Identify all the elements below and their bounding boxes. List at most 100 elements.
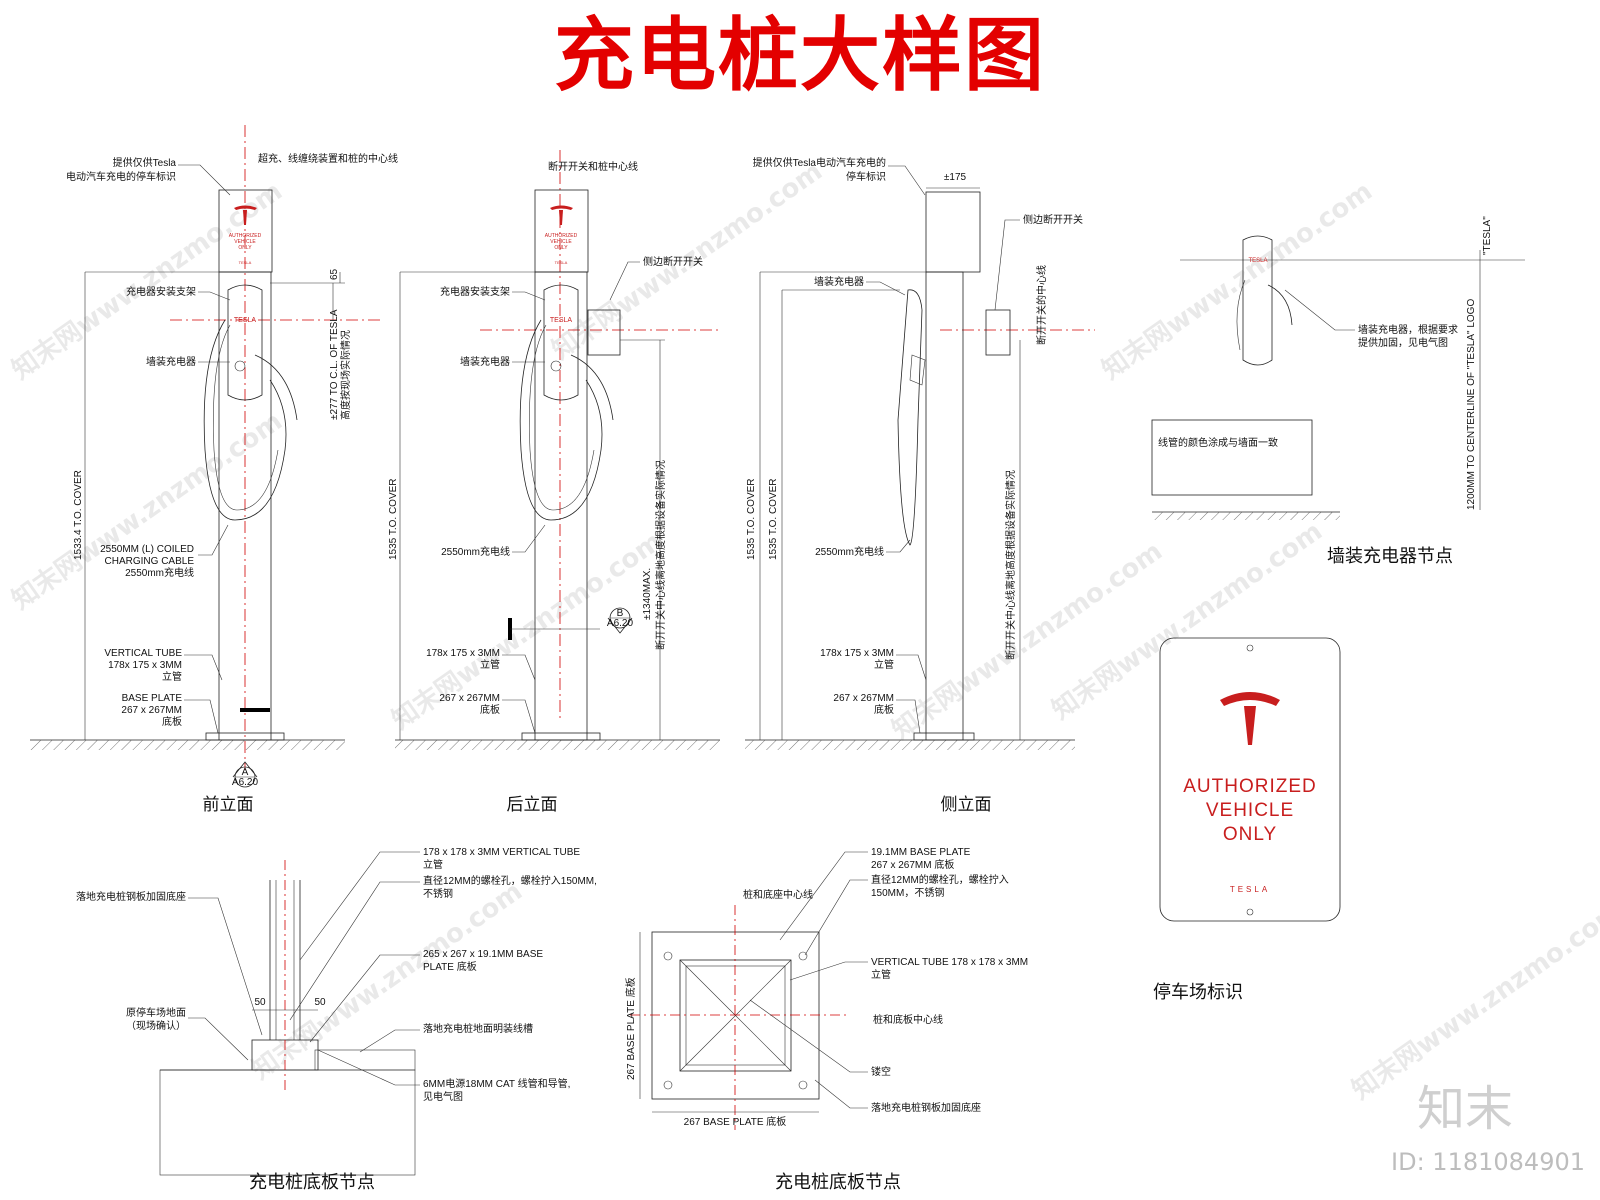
caption-base-section: 充电桩底板节点 <box>249 1172 375 1193</box>
label-sign: 停车标识 <box>846 170 886 183</box>
label-plate: BASE PLATE <box>122 693 183 704</box>
caption-side: 侧立面 <box>941 795 992 815</box>
svg-text:TESLA: TESLA <box>1248 258 1267 264</box>
dim-50: 50 <box>254 997 266 1008</box>
label-cl-right: 桩和底板中心线 <box>873 1013 943 1026</box>
label-disconnect-cl: 断开开关的中心线 <box>1035 265 1048 345</box>
label-sign: 电动汽车充电的停车标识 <box>66 170 176 183</box>
dim-277: ±277 TO C.L. OF TESLA <box>329 309 340 420</box>
wall-charger <box>543 284 579 401</box>
label-tube: 立管 <box>162 670 182 683</box>
tesla-sign-small <box>218 189 273 273</box>
base-plan-detail: 267 BASE PLATE 底板 267 BASE PLATE 底板 桩和底座… <box>624 847 1028 1193</box>
label-sign: 提供仅供Tesla <box>113 156 177 169</box>
label-hollow: 镂空 <box>871 1065 891 1078</box>
label-ground: （现场确认） <box>126 1019 186 1032</box>
caption-front: 前立面 <box>203 795 254 815</box>
label-conduit: 见电气图 <box>423 1090 463 1103</box>
dim-note: 断开开关中心线离地高度根据设备实际情况 <box>1004 470 1017 660</box>
label-base: 落地充电桩钢板加固底座 <box>76 890 186 903</box>
label-conduit: 6MM电源18MM CAT 线管和导管, <box>423 1077 570 1090</box>
label-tube: 立管 <box>480 658 500 671</box>
label-base: 落地充电桩钢板加固底座 <box>871 1101 981 1114</box>
watermark-layer: 知末网www.znzmo.com 知末网www.znzmo.com 知末网www… <box>7 156 1600 1105</box>
watermark: 知末网www.znzmo.com <box>1097 176 1378 385</box>
label-plate: 267 x 267MM 底板 <box>871 858 954 871</box>
dim-cover: 1535 T.O. COVER <box>746 478 757 560</box>
brand-logo: 知末 <box>1417 1081 1513 1137</box>
label-plate: 底板 <box>162 715 182 728</box>
dim-max: ±1340MAX. <box>642 568 653 620</box>
label-tube: 立管 <box>874 658 894 671</box>
dim-plate-vert: 267 BASE PLATE 底板 <box>624 977 637 1080</box>
label-tube: VERTICAL TUBE <box>104 648 182 659</box>
label-disconnect: 侧边断开开关 <box>643 255 703 268</box>
watermark: 知末网www.znzmo.com <box>1347 896 1600 1105</box>
caption-back: 后立面 <box>507 795 558 815</box>
tesla-logo-icon <box>550 205 573 210</box>
back-elevation: AUTHORIZED VEHICLE ONLY TESLA TESLA 1535… <box>388 150 720 815</box>
label-bolt: 150MM，不锈钢 <box>871 886 944 899</box>
caption-wall: 墙装充电器节点 <box>1327 546 1453 567</box>
label-plate: 19.1MM BASE PLATE <box>871 847 971 858</box>
sign-brand: TESLA <box>1230 885 1270 894</box>
label-cable: 2550mm充电线 <box>815 545 884 558</box>
wall-charger <box>227 284 263 401</box>
sign-small-text: VEHICLE <box>234 239 256 245</box>
side-elevation: 1535 T.O. COVER 1535 T.O. COVER 断开开关中心线离… <box>745 156 1095 815</box>
label-plate: 267 x 267MM <box>439 693 500 704</box>
tesla-sign-small <box>534 189 589 273</box>
svg-text:B: B <box>617 608 624 619</box>
label-cl-top: 桩和底座中心线 <box>743 888 813 901</box>
label-tube: 178x 175 x 3MM <box>108 660 182 671</box>
label-bolt: 不锈钢 <box>423 887 453 900</box>
label-cable: 2550mm充电线 <box>441 545 510 558</box>
label-plate: 底板 <box>874 703 894 716</box>
label-centerline: 超充、线缠绕装置和桩的中心线 <box>258 152 398 165</box>
label-charger: 墙装充电器 <box>814 275 864 288</box>
sign-small-text: AUTHORIZED <box>229 233 262 239</box>
label-trench: 落地充电桩地面明装线槽 <box>423 1022 533 1035</box>
label-bracket: 充电器安装支架 <box>126 285 196 298</box>
brand-id: ID: 1181084901 <box>1391 1148 1585 1176</box>
label-cable: 2550MM (L) COILED <box>100 544 194 555</box>
svg-text:AUTHORIZED: AUTHORIZED <box>545 233 578 239</box>
label-charger: 墙装充电器 <box>460 355 510 368</box>
svg-text:TESLA: TESLA <box>555 260 568 265</box>
sign-line1: AUTHORIZED <box>1183 776 1317 797</box>
dim-note: 断开开关中心线离地高度根据设备实际情况 <box>654 460 667 650</box>
label-bolt: 直径12MM的螺栓孔，螺栓拧入 <box>871 873 1009 886</box>
dim-cover: 1535 T.O. COVER <box>388 478 399 560</box>
label-tube: 178x 175 x 3MM <box>426 648 500 659</box>
brand-watermark: 知末 ID: 1181084901 <box>1391 1081 1585 1176</box>
front-elevation: AUTHORIZED VEHICLE ONLY TESLA TESLA 1533… <box>30 125 398 815</box>
label-tube: 立管 <box>871 968 891 981</box>
svg-text:TESLA: TESLA <box>550 317 573 324</box>
svg-text:VEHICLE: VEHICLE <box>550 239 572 245</box>
dim-65: 65 <box>329 268 340 280</box>
dim-cover: 1533.4 T.O. COVER <box>73 470 84 560</box>
dim-50: 50 <box>314 997 326 1008</box>
tesla-logo-icon <box>1220 692 1280 706</box>
sign-line2: VEHICLE <box>1206 800 1294 821</box>
charger-brand: TESLA <box>234 317 257 324</box>
tesla-logo-icon <box>234 205 257 210</box>
watermark: 知末网www.znzmo.com <box>1047 516 1328 725</box>
caption-base-plan: 充电桩底板节点 <box>775 1172 901 1193</box>
base-section-detail: 50 50 落地充电桩钢板加固底座 178 x 178 x 3MM VERTIC… <box>76 847 597 1193</box>
dim-175: ±175 <box>944 172 967 183</box>
label-centerline: 断开开关和桩中心线 <box>548 160 638 173</box>
label-bolt: 直径12MM的螺栓孔，螺栓拧入150MM, <box>423 874 597 887</box>
svg-text:ONLY: ONLY <box>554 245 568 251</box>
section-marker-a: A A6.20 <box>232 761 259 788</box>
wall-charger-side <box>897 289 923 546</box>
note-box-text: 线管的颜色涂成与墙面一致 <box>1158 436 1278 449</box>
dim-cover: 1535 T.O. COVER <box>768 478 779 560</box>
sign-small-brand: TESLA <box>239 260 252 265</box>
label-plate: 底板 <box>480 703 500 716</box>
label-cable: 2550mm充电线 <box>125 566 194 579</box>
note-box <box>1151 419 1313 496</box>
label-sign: 提供仅供Tesla电动汽车充电的 <box>753 156 886 169</box>
cl-label: "TESLA" <box>1482 216 1493 255</box>
